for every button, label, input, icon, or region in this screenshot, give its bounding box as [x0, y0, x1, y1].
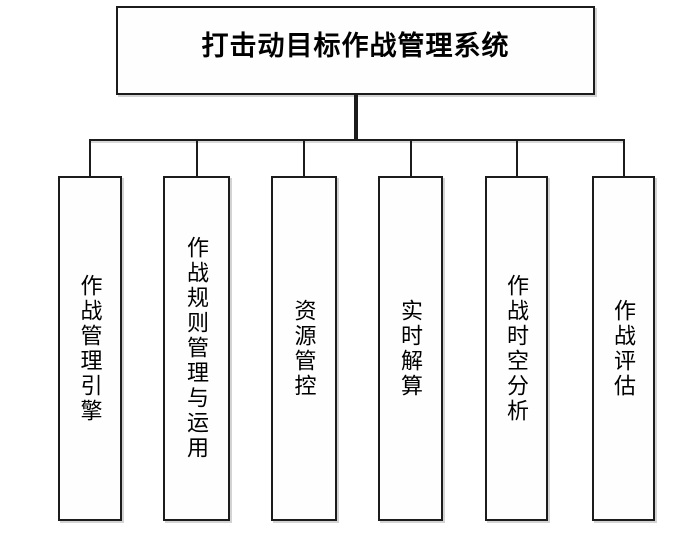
connector-drop-3 — [303, 141, 305, 177]
child-node-label: 作战管理引擎 — [77, 273, 103, 424]
child-node-combat-rules-management: 作战规则管理与运用 — [163, 176, 230, 521]
child-node-spatiotemporal-analysis: 作战时空分析 — [485, 176, 548, 521]
child-node-label: 作战评估 — [611, 298, 637, 399]
connector-drop-6 — [623, 141, 625, 177]
root-node-box: 打击动目标作战管理系统 — [116, 6, 595, 95]
connector-drop-2 — [196, 141, 198, 177]
child-node-label: 作战规则管理与运用 — [184, 236, 210, 461]
child-node-label: 资源管控 — [291, 298, 317, 399]
connector-horizontal-rail — [89, 139, 625, 141]
child-node-combat-assessment: 作战评估 — [592, 176, 655, 521]
child-node-label: 实时解算 — [398, 298, 424, 399]
child-node-label: 作战时空分析 — [504, 273, 530, 424]
connector-drop-4 — [410, 141, 412, 177]
connector-drop-5 — [516, 141, 518, 177]
child-node-combat-management-engine: 作战管理引擎 — [58, 176, 122, 521]
root-node-label: 打击动目标作战管理系统 — [201, 31, 510, 61]
connector-trunk — [354, 94, 358, 140]
connector-drop-1 — [89, 141, 91, 177]
child-node-resource-control: 资源管控 — [271, 176, 337, 521]
child-node-realtime-calculation: 实时解算 — [378, 176, 443, 521]
